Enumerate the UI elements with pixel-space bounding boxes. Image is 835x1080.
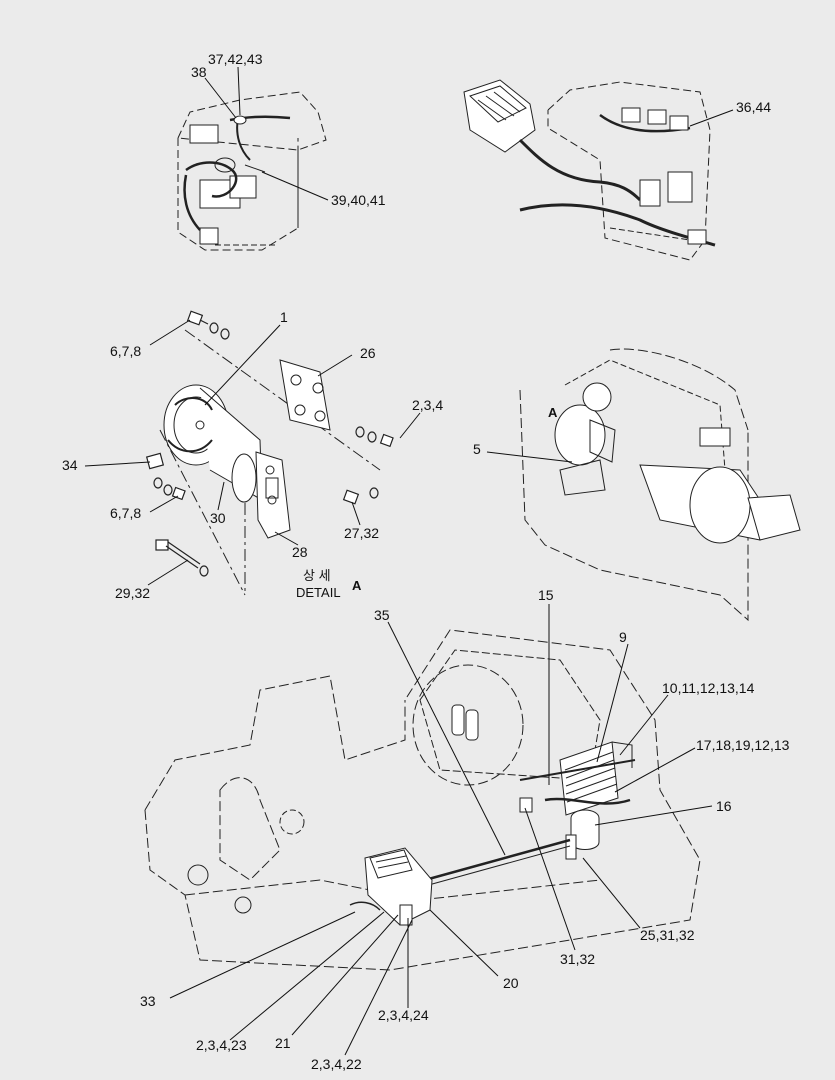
callout-2-3-4-22: 2,3,4,22 <box>311 1056 362 1072</box>
callout-39-40-41: 39,40,41 <box>331 192 386 208</box>
callout-25-31-32: 25,31,32 <box>640 927 695 943</box>
detail-a-motor-assembly <box>145 310 394 596</box>
leader-lines-top-right <box>689 109 734 127</box>
control-box-left-assembly <box>177 91 327 251</box>
detail-korean-caption: 상 세 <box>303 568 331 583</box>
callout-2-3-4-24: 2,3,4,24 <box>378 1007 429 1023</box>
callout-6-7-8-top: 6,7,8 <box>110 343 141 359</box>
callout-30: 30 <box>210 510 226 526</box>
leader-lines-top-left <box>204 66 329 201</box>
callout-36-44: 36,44 <box>736 99 771 115</box>
leader-lines-detail-a <box>84 319 421 586</box>
callout-6-7-8-bottom: 6,7,8 <box>110 505 141 521</box>
machine-frame-cooler-assembly <box>144 629 701 971</box>
callout-20: 20 <box>503 975 519 991</box>
leader-lines-engine-view <box>486 451 573 463</box>
callout-21: 21 <box>275 1035 291 1051</box>
callout-35: 35 <box>374 607 390 623</box>
callout-5: 5 <box>473 441 481 457</box>
detail-caption-letter: A <box>352 578 362 593</box>
callout-16: 16 <box>716 798 732 814</box>
callout-33: 33 <box>140 993 156 1009</box>
engine-locator-view <box>519 348 801 622</box>
detail-a-location-marker: A <box>548 405 558 420</box>
callout-2-3-4-23: 2,3,4,23 <box>196 1037 247 1053</box>
leader-lines-bottom <box>169 604 713 1056</box>
callout-34: 34 <box>62 457 78 473</box>
callout-27-32: 27,32 <box>344 525 379 541</box>
callout-9: 9 <box>619 629 627 645</box>
callout-2-3-4-mid: 2,3,4 <box>412 397 443 413</box>
callout-1: 1 <box>280 309 288 325</box>
callout-38: 38 <box>191 64 207 80</box>
callout-37-42-43: 37,42,43 <box>208 51 263 67</box>
callout-31-32: 31,32 <box>560 951 595 967</box>
callout-15: 15 <box>538 587 554 603</box>
callout-28: 28 <box>292 544 308 560</box>
callout-26: 26 <box>360 345 376 361</box>
callout-17-18-19-12-13: 17,18,19,12,13 <box>696 737 790 753</box>
callout-29-32: 29,32 <box>115 585 150 601</box>
cabin-wiring-assembly <box>463 79 716 261</box>
callout-10-11-12-13-14: 10,11,12,13,14 <box>662 680 755 696</box>
detail-caption: DETAIL <box>296 585 341 600</box>
